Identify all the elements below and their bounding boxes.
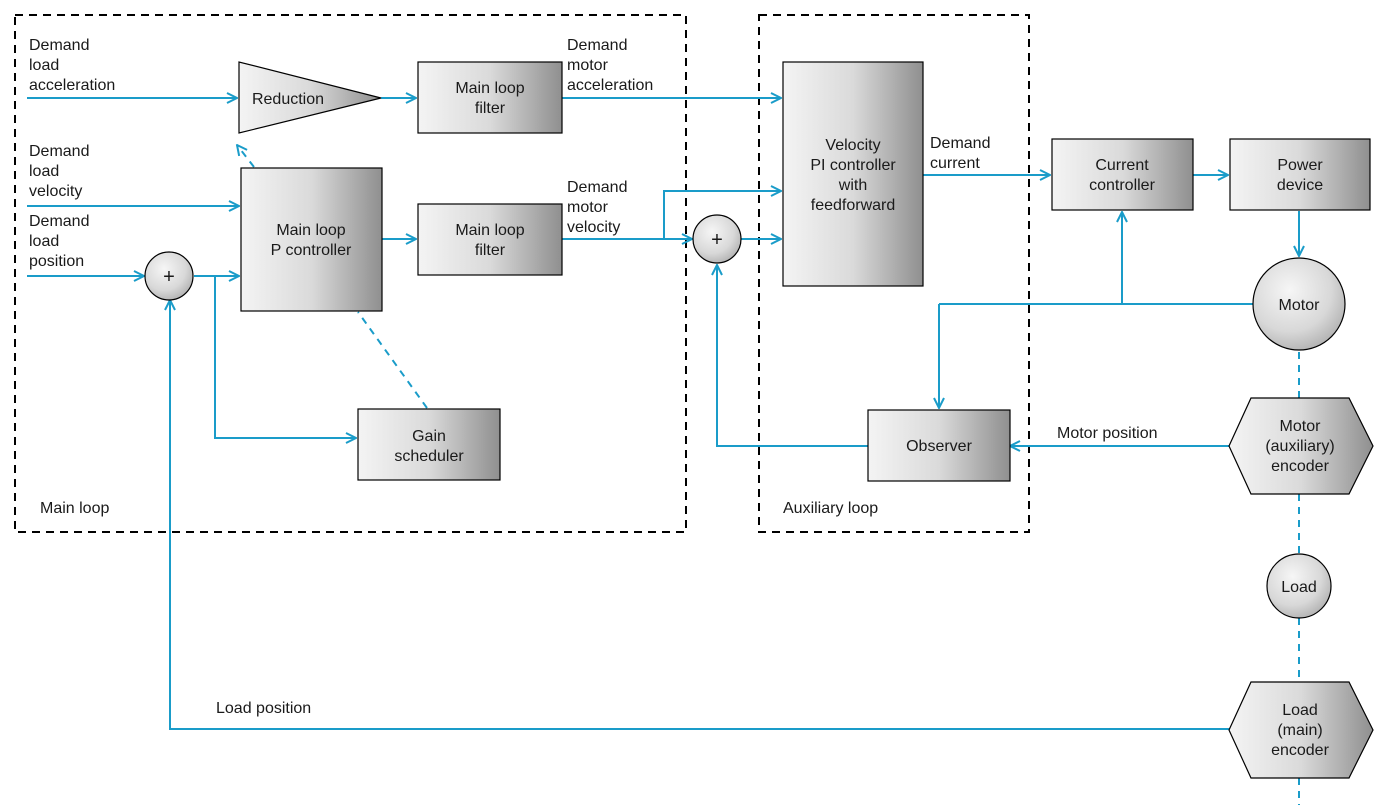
reduction-label: Reduction (252, 91, 324, 108)
dashed-p-controller-to-reduction (237, 145, 255, 168)
dc-line1: Demand (930, 135, 990, 152)
dlv-line2: load (29, 163, 59, 180)
aux-sum-symbol: + (711, 229, 723, 251)
load-encoder-line1: Load (1282, 702, 1318, 719)
load-encoder-node: Load (main) encoder (1228, 681, 1374, 779)
dlp-line3: position (29, 253, 84, 270)
dlv-line3: velocity (29, 183, 82, 200)
wire-load-position (170, 300, 1229, 730)
dma-line1: Demand (567, 37, 627, 54)
aux-sum-junction: + (692, 214, 742, 264)
observer-block: Observer (867, 409, 1011, 482)
motor-encoder-line2: (auxiliary) (1265, 438, 1334, 455)
dmv-line3: velocity (567, 219, 620, 236)
filter-mid-line2: filter (475, 242, 506, 259)
p-controller-line2: P controller (271, 242, 352, 259)
dc-line2: current (930, 155, 980, 172)
main-loop-frame (14, 14, 687, 533)
velocity-pi-controller: Velocity PI controller with feedforward (782, 61, 924, 287)
velocity-pi-line3: with (838, 177, 867, 194)
velocity-pi-line4: feedforward (811, 197, 896, 214)
main-loop-filter-top: Main loop filter (417, 61, 563, 134)
label-motor-position: Motor position (1057, 425, 1158, 442)
filter-top-line2: filter (475, 100, 506, 117)
power-device-line2: device (1277, 177, 1323, 194)
dla-line1: Demand (29, 37, 89, 54)
p-controller-line1: Main loop (276, 222, 345, 239)
motor-encoder-line3: encoder (1271, 458, 1329, 475)
label-main-loop: Main loop (40, 500, 109, 517)
load-encoder-line2: (main) (1277, 722, 1322, 739)
load-node: Load (1266, 553, 1332, 619)
dma-line3: acceleration (567, 77, 653, 94)
label-demand-motor-velocity: Demand motor velocity (567, 179, 627, 236)
motor-label: Motor (1279, 297, 1321, 314)
observer-label: Observer (906, 438, 972, 455)
load-label: Load (1281, 579, 1317, 596)
wire-sum-to-gain-scheduler (214, 276, 356, 438)
dla-line2: load (29, 57, 59, 74)
filter-top-line1: Main loop (455, 80, 524, 97)
label-demand-load-velocity: Demand load velocity (29, 143, 89, 200)
dma-line2: motor (567, 57, 609, 74)
label-demand-motor-acceleration: Demand motor acceleration (567, 37, 653, 94)
label-demand-current: Demand current (930, 135, 990, 172)
motor-node: Motor (1252, 257, 1346, 351)
current-controller-line1: Current (1095, 157, 1149, 174)
filter-mid-line1: Main loop (455, 222, 524, 239)
current-controller-block: Current controller (1051, 138, 1194, 211)
main-sum-symbol: + (163, 266, 175, 288)
velocity-pi-line1: Velocity (825, 137, 880, 154)
label-load-position: Load position (216, 700, 311, 717)
main-loop-filter-mid: Main loop filter (417, 203, 563, 276)
gain-scheduler-line1: Gain (412, 428, 446, 445)
gain-scheduler-block: Gain scheduler (357, 408, 501, 481)
dashed-gain-to-p-controller (357, 311, 428, 409)
dla-line3: acceleration (29, 77, 115, 94)
dlv-line1: Demand (29, 143, 89, 160)
power-device-block: Power device (1229, 138, 1371, 211)
label-demand-load-acceleration: Demand load acceleration (29, 37, 115, 94)
dlp-line2: load (29, 233, 59, 250)
power-device-line1: Power (1277, 157, 1323, 174)
dmv-line1: Demand (567, 179, 627, 196)
wire-observer-to-sum (717, 265, 868, 447)
current-controller-line2: controller (1089, 177, 1155, 194)
reduction-block: Reduction (238, 61, 382, 134)
main-sum-junction: + (144, 251, 194, 301)
dlp-line1: Demand (29, 213, 89, 230)
gain-scheduler-line2: scheduler (394, 448, 464, 465)
label-demand-load-position: Demand load position (29, 213, 89, 270)
load-encoder-line3: encoder (1271, 742, 1329, 759)
motor-encoder-node: Motor (auxiliary) encoder (1228, 397, 1374, 495)
velocity-pi-line2: PI controller (810, 157, 896, 174)
motor-encoder-line1: Motor (1280, 418, 1322, 435)
wire-velocity-feedforward (663, 191, 781, 239)
label-auxiliary-loop: Auxiliary loop (783, 500, 878, 517)
dmv-line2: motor (567, 199, 609, 216)
main-loop-p-controller: Main loop P controller (240, 167, 383, 312)
